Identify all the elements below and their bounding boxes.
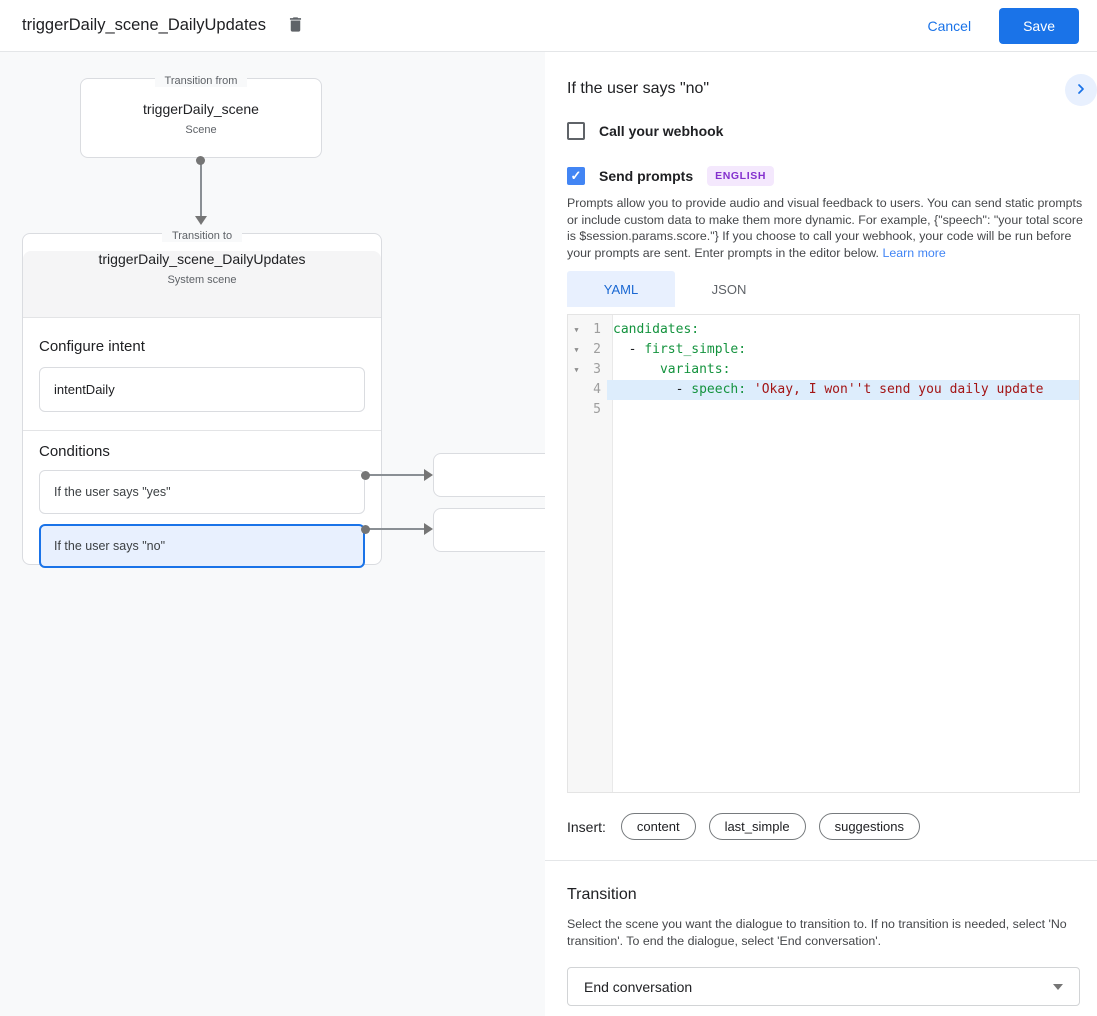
code-text [607, 400, 1079, 420]
code-text: - speech: 'Okay, I won''t send you daily… [607, 380, 1079, 400]
condition-yes-target-node[interactable] [433, 453, 545, 497]
webhook-label: Call your webhook [599, 123, 724, 139]
page-title: triggerDaily_scene_DailyUpdates [22, 16, 266, 34]
chevron-right-icon [1073, 81, 1089, 100]
condition-row-yes[interactable]: If the user says "yes" [39, 470, 365, 514]
transition-select[interactable]: End conversation [567, 967, 1080, 1006]
insert-row: Insert: content last_simple suggestions [567, 813, 920, 840]
insert-chip-last-simple[interactable]: last_simple [708, 813, 806, 840]
connector-line [368, 474, 424, 476]
arrow-right-icon [424, 523, 433, 535]
transition-heading: Transition [567, 886, 637, 903]
code-text: - first_simple: [613, 342, 747, 357]
connector-line [200, 162, 202, 218]
from-scene-name: triggerDaily_scene [143, 101, 259, 117]
line-number: 3 [593, 362, 601, 377]
insert-chip-suggestions[interactable]: suggestions [818, 813, 920, 840]
tab-json[interactable]: JSON [711, 281, 747, 297]
code-text: candidates: [613, 322, 700, 337]
configure-intent-heading: Configure intent [39, 338, 145, 355]
tab-yaml[interactable]: YAML [567, 271, 675, 307]
fold-arrow-icon[interactable]: ▼ [574, 366, 579, 374]
condition-title: If the user says "no" [567, 80, 710, 97]
send-prompts-label: Send prompts [599, 168, 694, 184]
intent-field[interactable]: intentDaily [39, 367, 365, 412]
editor-line-1: ▼ 1 candidates: [568, 320, 1079, 340]
conditions-heading: Conditions [39, 443, 110, 460]
condition-no-target-node[interactable] [433, 508, 545, 552]
transition-select-value: End conversation [584, 978, 693, 995]
cancel-button[interactable]: Cancel [927, 17, 972, 34]
divider [545, 860, 1097, 861]
transition-description: Select the scene you want the dialogue t… [567, 917, 1067, 948]
fold-arrow-icon[interactable]: ▼ [574, 346, 579, 354]
arrow-right-icon [424, 469, 433, 481]
fold-arrow-icon[interactable]: ▼ [574, 326, 579, 334]
to-scene-name: triggerDaily_scene_DailyUpdates [98, 251, 306, 267]
line-number: 4 [593, 382, 601, 397]
to-scene-header: triggerDaily_scene_DailyUpdates System s… [23, 251, 381, 318]
learn-more-link[interactable]: Learn more [882, 245, 946, 260]
insert-chip-content[interactable]: content [620, 813, 696, 840]
insert-label: Insert: [567, 818, 606, 835]
save-button[interactable]: Save [999, 7, 1079, 44]
top-bar: triggerDaily_scene_DailyUpdates Cancel S… [0, 0, 1097, 52]
prompts-description: Prompts allow you to provide audio and v… [567, 195, 1083, 261]
editor-line-2: ▼ 2 - first_simple: [568, 340, 1079, 360]
editor-line-4: 4 - speech: 'Okay, I won''t send you dai… [568, 380, 1079, 400]
webhook-checkbox[interactable] [567, 122, 585, 140]
prompts-description-text: Prompts allow you to provide audio and v… [567, 196, 1083, 260]
editor-line-5: 5 [568, 400, 1079, 420]
dropdown-caret-icon [1053, 983, 1063, 990]
fold-gutter [568, 380, 585, 400]
to-scene-type: System scene [167, 274, 237, 286]
connector-dot [196, 156, 205, 165]
line-number: 5 [593, 402, 601, 417]
topbar-actions: Cancel Save [927, 7, 1079, 44]
from-scene-type: Scene [185, 124, 217, 136]
connector-dot [361, 471, 370, 480]
transition-to-legend: Transition to [23, 226, 381, 244]
arrow-down-icon [195, 216, 207, 225]
webhook-row: Call your webhook [567, 122, 723, 140]
editor-tabs: YAML JSON [567, 271, 783, 307]
transition-to-node: Transition to triggerDaily_scene_DailyUp… [22, 230, 382, 568]
transition-from-node[interactable]: Transition from triggerDaily_scene Scene [80, 75, 322, 158]
send-prompts-row: ✓ Send prompts ENGLISH [567, 166, 774, 186]
send-prompts-checkbox[interactable]: ✓ [567, 167, 585, 185]
line-number: 2 [593, 342, 601, 357]
connector-line [368, 528, 424, 530]
trash-icon [286, 15, 305, 37]
connector-dot [361, 525, 370, 534]
yaml-code-editor[interactable]: ▼ 1 candidates: ▼ 2 - first_simple: ▼ 3 varian… [567, 314, 1080, 793]
condition-row-no[interactable]: If the user says "no" [39, 524, 365, 568]
condition-detail-panel: If the user says "no" Call your webhook … [545, 52, 1097, 1016]
divider [23, 430, 381, 431]
fold-gutter [568, 400, 585, 420]
editor-line-3: ▼ 3 variants: [568, 360, 1079, 380]
delete-scene-button[interactable] [284, 14, 308, 38]
transition-from-legend: Transition from [81, 71, 321, 89]
scene-flow-canvas: Transition from triggerDaily_scene Scene… [0, 52, 545, 1016]
code-text: variants: [659, 362, 731, 377]
language-badge: ENGLISH [707, 166, 774, 186]
collapse-panel-button[interactable] [1065, 74, 1097, 106]
line-number: 1 [593, 322, 601, 337]
to-scene-body: Configure intent intentDaily Conditions … [23, 338, 381, 568]
